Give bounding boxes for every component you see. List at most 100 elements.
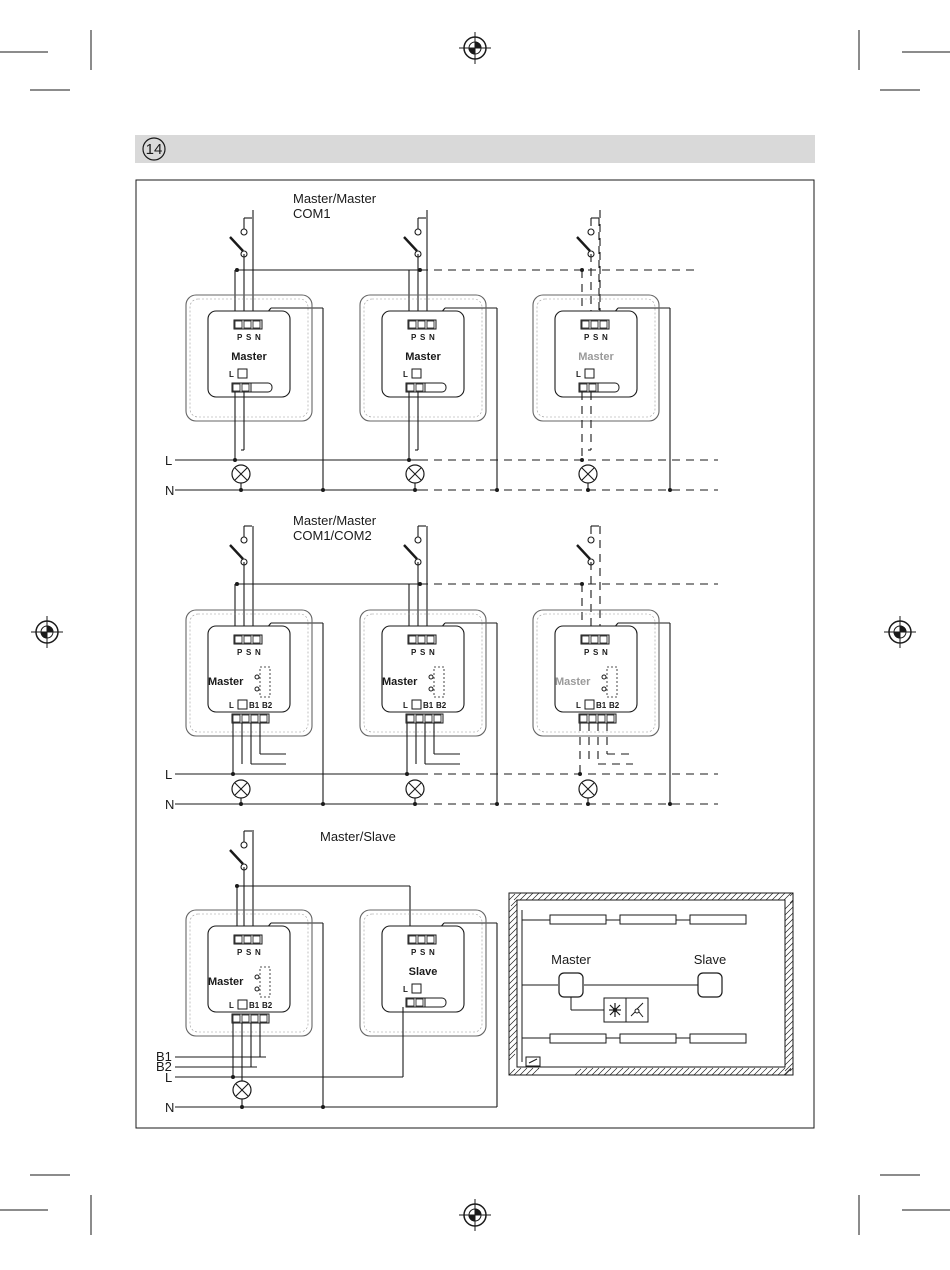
terminal-block [234,935,262,944]
terminal-screw [244,936,251,943]
terminal-screw [242,1015,249,1022]
terminal-screw [235,936,242,943]
terminal-label-l: L [403,985,408,994]
terminal-screw [253,636,260,643]
registration-mark-bottom [459,1199,491,1231]
hatch-line [616,1068,623,1075]
hatch-line [772,893,779,900]
hatch-line [658,893,665,900]
hatch-line [760,893,767,900]
switch-lever [404,545,417,559]
terminal-label-s: S [246,333,252,342]
lamp-icon [406,465,424,483]
contact [588,229,594,235]
terminal-block [406,714,443,723]
section-1-title-line2: COM1 [293,206,331,221]
terminal-screw [427,321,434,328]
terminal-screw [416,715,423,722]
switch-lever [577,237,590,251]
hatch-line [712,1068,719,1075]
section-3-master-slave: PSNMasterLB1B2PSNSlaveL [175,830,497,1109]
pushbutton-icon [230,526,252,565]
terminal-label-s: S [593,333,599,342]
terminal-block [579,383,598,392]
terminal-label-l: L [576,370,581,379]
bus-label-l-3: L [165,1070,172,1085]
junction-dot [321,488,325,492]
terminal-screw [260,715,267,722]
hatch-line [610,1068,617,1075]
hatch-line [670,1068,677,1075]
hatch-line [664,893,671,900]
registration-mark-top [459,32,491,64]
l-terminal [238,700,247,709]
relay-contact [602,687,606,691]
junction-dot [418,268,422,272]
relay-contact [255,975,259,979]
l-terminal [238,1000,247,1009]
hatch-line [754,893,761,900]
master-device-3: PSNMasterL [533,295,659,421]
switch-lever [230,850,243,864]
junction-dot [413,802,417,806]
terminal-screw [418,636,425,643]
terminal-screw [251,1015,258,1022]
terminal-block [406,998,425,1007]
terminal-label-n: N [602,333,608,342]
hatch-line [742,893,749,900]
hatch-line [568,893,575,900]
device-label-master: Master [405,351,441,363]
devices-and-wiring: PSNMasterLPSNMasterLPSNMasterLPSNMasterL… [175,210,718,1109]
lamp-icon [579,465,597,483]
pushbutton-icon [230,831,252,870]
hatch-line [724,893,731,900]
crop-marks [0,30,950,1235]
room-door-switch-icon [526,1057,540,1066]
terminal-label-b2: B2 [262,701,273,710]
l-terminal [585,700,594,709]
device-label-slave: Slave [409,966,438,978]
terminal-block [408,935,436,944]
hatch-line [646,1068,653,1075]
hatch-line [778,893,785,900]
terminal-screw [598,715,605,722]
terminal-screw [600,321,607,328]
section-2-master-master-com1-com2: PSNMasterLB1B2PSNMasterLB1B2PSNMasterLB1… [175,526,718,806]
room-master-label: Master [551,952,591,967]
junction-dot [580,458,584,462]
junction-dot [586,488,590,492]
terminal-screw [409,636,416,643]
hatch-line [598,893,605,900]
junction-dot [495,802,499,806]
hatch-line [736,1068,743,1075]
hatch-line [688,893,695,900]
room-plan: Master Slave [509,893,793,1075]
terminal-label-p: P [237,648,243,657]
terminal-label-l: L [403,370,408,379]
terminal-block [581,635,609,644]
junction-dot [668,802,672,806]
junction-dot [580,582,584,586]
hatch-line [718,893,725,900]
room-slave-device: Slave [694,952,727,997]
hatch-line [766,893,773,900]
terminal-block [579,714,616,723]
room-slave-label: Slave [694,952,727,967]
terminal-screw [260,1015,267,1022]
junction-dot [668,488,672,492]
terminal-label-s: S [420,648,426,657]
hatch-line [628,1068,635,1075]
hatch-line [586,1068,593,1075]
terminal-label-s: S [593,648,599,657]
hatch-line [640,893,647,900]
lamp-icon [232,780,250,798]
hatch-line [736,893,743,900]
terminal-screw [418,936,425,943]
switch-lever [230,237,243,251]
pushbutton-icon [404,218,426,257]
terminal-screw [427,936,434,943]
hatch-line [718,1068,725,1075]
terminal-screw [425,715,432,722]
terminal-screw [407,384,414,391]
terminal-screw [591,321,598,328]
